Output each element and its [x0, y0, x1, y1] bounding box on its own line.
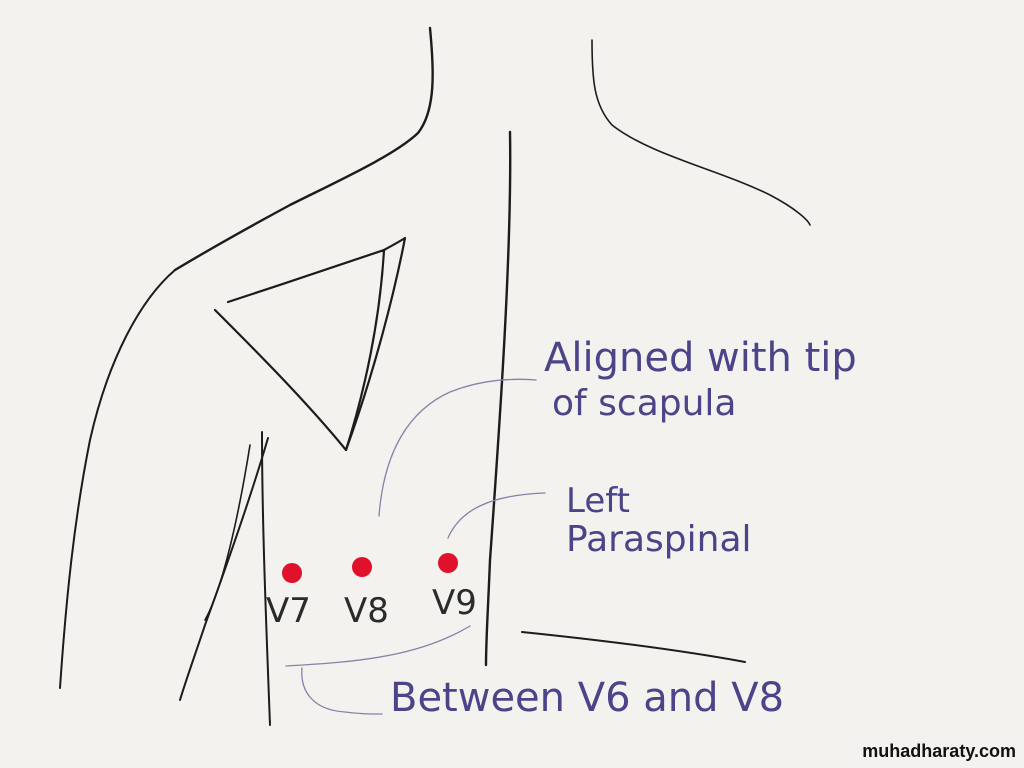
spine-line [484, 130, 512, 667]
lower-back-right [521, 631, 746, 663]
scapula-outline [213, 248, 386, 452]
between-pointer-line [301, 667, 383, 715]
paraspinal-pointer-line [447, 492, 546, 539]
watermark-text: muhadharaty.com [858, 739, 1020, 764]
annotation-aligned-line2: of scapula [552, 383, 737, 424]
electrode-v8-dot [352, 557, 372, 577]
neck-left-outline [173, 26, 434, 272]
electrode-v9-dot [438, 553, 458, 573]
lead-label-v9: V9 [432, 583, 477, 623]
neck-right-outline [591, 39, 811, 226]
aligned-pointer-line [378, 378, 537, 517]
annotation-left-line2: Paraspinal [566, 519, 752, 560]
scapula-tip [344, 236, 407, 452]
annotation-left-line1: Left [566, 481, 630, 521]
flank-line-inner [204, 444, 251, 621]
lead-label-v8: V8 [344, 591, 389, 631]
left-arm-outline [59, 269, 176, 689]
electrode-v7-dot [282, 563, 302, 583]
annotation-aligned-line1: Aligned with tip [544, 335, 857, 381]
annotation-between: Between V6 and V8 [390, 675, 785, 721]
axillary-line [261, 431, 271, 726]
between-bracket-line [285, 625, 471, 667]
lead-label-v7: V7 [266, 591, 311, 631]
